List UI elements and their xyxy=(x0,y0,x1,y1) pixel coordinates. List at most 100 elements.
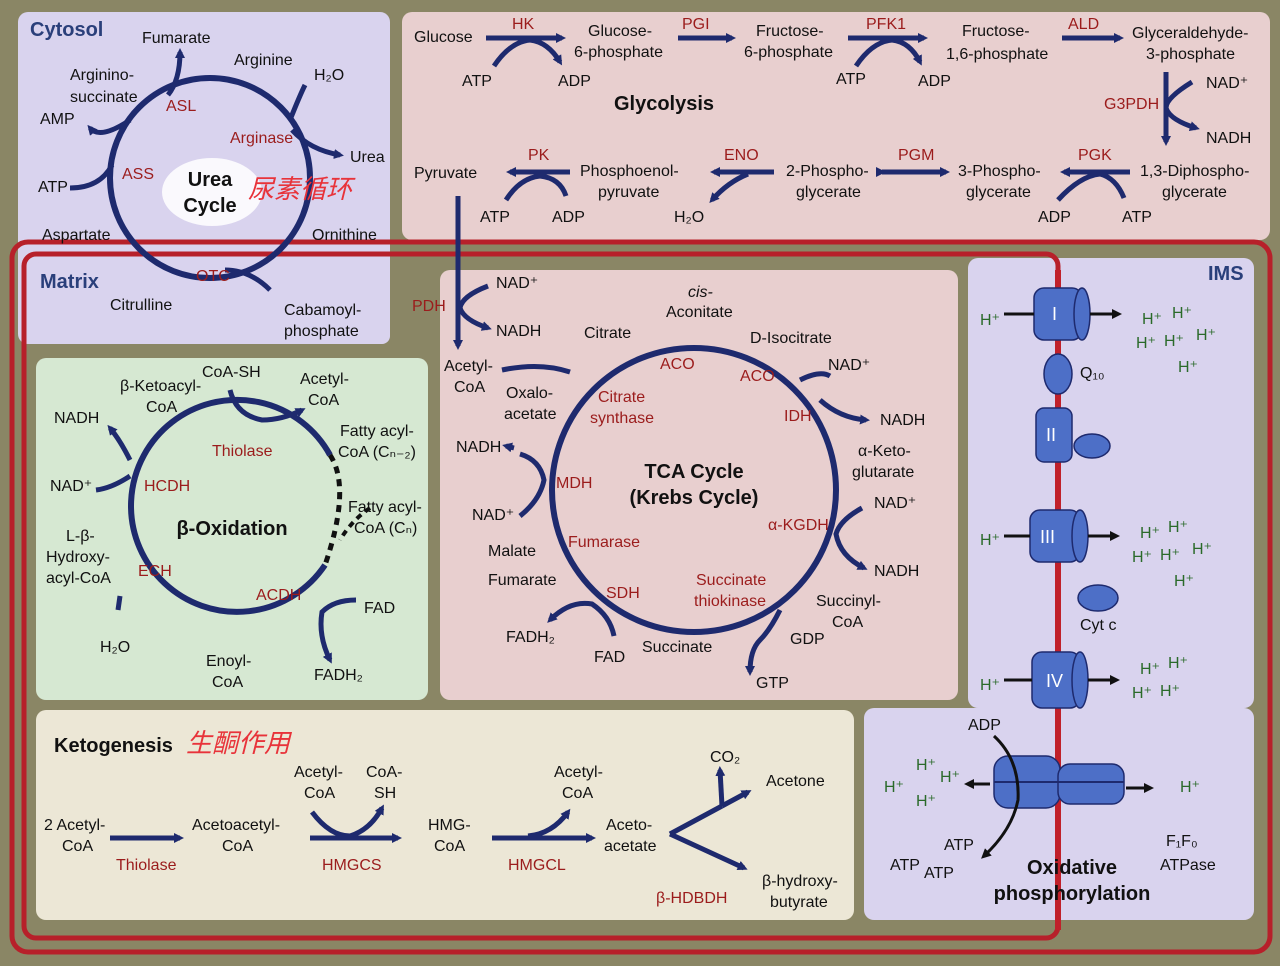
adp-atp-arrow xyxy=(981,734,1020,859)
oxphos-title-1: Oxidative xyxy=(1027,857,1117,879)
ech-enzyme: ECH xyxy=(138,563,172,580)
urea-label: Urea xyxy=(350,149,385,166)
carbamoyl-label-1: Cabamoyl- xyxy=(284,302,361,319)
hcdh-enzyme: HCDH xyxy=(144,478,190,495)
enoyl-label-2: CoA xyxy=(212,674,243,691)
hydroxybutyrate-label-1: β-hydroxy- xyxy=(762,873,838,890)
pgk-enzyme: PGK xyxy=(1078,147,1112,164)
oxphos-atp-label-3: ATP xyxy=(924,865,954,882)
pdh-nad-arrow xyxy=(457,283,492,331)
fumarase-enzyme: Fumarase xyxy=(568,534,640,551)
gap-label-2: 3-phosphate xyxy=(1146,46,1235,63)
tca-title-2: (Krebs Cycle) xyxy=(630,487,759,509)
ketoacyl-label-2: CoA xyxy=(146,399,177,416)
citrate-synthase-enzyme-1: Citrate xyxy=(598,389,645,406)
proton-out-3f: H⁺ xyxy=(1174,573,1194,590)
complex-iv xyxy=(1031,651,1089,709)
f16bp-label-1: Fructose- xyxy=(962,23,1030,40)
proton-out-4c: H⁺ xyxy=(1132,685,1152,702)
cis-aconitate-label-1: cis- xyxy=(688,284,713,301)
bpg-label-2: glycerate xyxy=(1162,184,1227,201)
acetone-label: Acetone xyxy=(766,773,825,790)
isocitrate-label: D-Isocitrate xyxy=(750,330,832,347)
eno-h2o-arrow xyxy=(709,171,749,203)
acetyl-coa-label-1: Acetyl- xyxy=(444,358,493,375)
f16bp-label-2: 1,6-phosphate xyxy=(946,46,1048,63)
proton-out-1b: H⁺ xyxy=(1172,305,1192,322)
proton-matrix-a: H⁺ xyxy=(884,779,904,796)
aco-enzyme-2: ACO xyxy=(740,368,775,385)
gap-label-1: Glyceraldehyde- xyxy=(1132,25,1249,42)
proton-out-3d: H⁺ xyxy=(1160,547,1180,564)
idh-enzyme: IDH xyxy=(784,408,812,425)
proton-out-4a: H⁺ xyxy=(1140,661,1160,678)
g6p-label-1: Glucose- xyxy=(588,23,652,40)
proton-out-1c: H⁺ xyxy=(1136,335,1156,352)
beta-h2o-label: H₂O xyxy=(100,639,130,656)
akgdh-nadh-label: NADH xyxy=(874,563,919,580)
acetoacetate-label-1: Aceto- xyxy=(606,817,652,834)
urea-out-arrow xyxy=(290,128,344,159)
keto-acetyl-b-label-2: CoA xyxy=(562,785,593,802)
succ-thiokinase-enzyme-1: Succinate xyxy=(696,572,766,589)
fumarate-label: Fumarate xyxy=(142,30,211,47)
hmgcs-enzyme: HMGCS xyxy=(322,857,382,874)
pg3-label-1: 3-Phospho- xyxy=(958,163,1041,180)
fatty-n-label-2: CoA (Cₙ) xyxy=(354,520,417,537)
acetyl-coa-label-2: CoA xyxy=(454,379,485,396)
tca-title-1: TCA Cycle xyxy=(644,461,743,483)
acetyl2-label-1: 2 Acetyl- xyxy=(44,817,105,834)
glycolysis-panel xyxy=(402,12,1270,240)
complex-ii-label: II xyxy=(1046,425,1056,445)
malate-label: Malate xyxy=(488,543,536,560)
beta-acetyl-label-1: Acetyl- xyxy=(300,371,349,388)
complex-ii xyxy=(1035,407,1111,463)
acetoacetate-label-2: acetate xyxy=(604,838,657,855)
hk-atp-label: ATP xyxy=(462,73,492,90)
hydroxyacyl-label-2: Hydroxy- xyxy=(46,549,110,566)
thiolase-enzyme: Thiolase xyxy=(212,443,273,460)
atpase-label-1: F₁F₀ xyxy=(1166,833,1198,850)
acetyl-coa-entry-arrow xyxy=(501,363,571,375)
coash-label: CoA-SH xyxy=(202,364,261,381)
pg2-label-2: glycerate xyxy=(796,184,861,201)
g3pdh-nadh-label: NADH xyxy=(1206,130,1251,147)
fatty-n2-label-2: CoA (Cₙ₋₂) xyxy=(338,444,416,461)
atp-synthase xyxy=(993,755,1125,809)
complex-iii xyxy=(1029,509,1089,563)
keto-thiolase-enzyme: Thiolase xyxy=(116,857,177,874)
f6p-label-1: Fructose- xyxy=(756,23,824,40)
oxphos-atp-label-1: ATP xyxy=(944,837,974,854)
pk-adp-atp-arrow xyxy=(503,173,569,202)
pdh-nad-label: NAD⁺ xyxy=(496,275,538,292)
co2-label: CO₂ xyxy=(710,749,740,766)
proton-out-3b: H⁺ xyxy=(1168,519,1188,536)
h2o-arrow xyxy=(287,83,308,121)
idh-nad-label: NAD⁺ xyxy=(828,357,870,374)
pk-adp-label: ADP xyxy=(552,209,585,226)
eno-enzyme: ENO xyxy=(724,147,759,164)
co2-arrow xyxy=(715,766,726,807)
cytc-ellipse xyxy=(1077,584,1119,612)
oxphos-atp-label-2: ATP xyxy=(890,857,920,874)
hydroxyacyl-label-1: L-β- xyxy=(66,528,95,545)
proton-ims-right: H⁺ xyxy=(1180,779,1200,796)
ech-h2o-arrow xyxy=(115,595,123,611)
carbamoyl-label-2: phosphate xyxy=(284,323,359,340)
oxaloacetate-label-2: acetate xyxy=(504,406,557,423)
citrulline-label: Citrulline xyxy=(110,297,172,314)
ketoacyl-label-1: β-Ketoacyl- xyxy=(120,378,201,395)
hydroxyacyl-label-3: acyl-CoA xyxy=(46,570,111,587)
beta-acetyl-label-2: CoA xyxy=(308,392,339,409)
pdh-nadh-label: NADH xyxy=(496,323,541,340)
glucose-label: Glucose xyxy=(414,29,473,46)
pgm-enzyme: PGM xyxy=(898,147,934,164)
proton-matrix-d: H⁺ xyxy=(916,793,936,810)
arginase-enzyme: Arginase xyxy=(230,130,293,147)
akgdh-nadh-arrow xyxy=(833,505,868,571)
beta-oxidation-ring xyxy=(128,396,333,615)
oxphos-title-2: phosphorylation xyxy=(994,883,1151,905)
fatty-acyl-cn-dashed xyxy=(338,506,372,542)
pgk-adp-label: ADP xyxy=(1038,209,1071,226)
